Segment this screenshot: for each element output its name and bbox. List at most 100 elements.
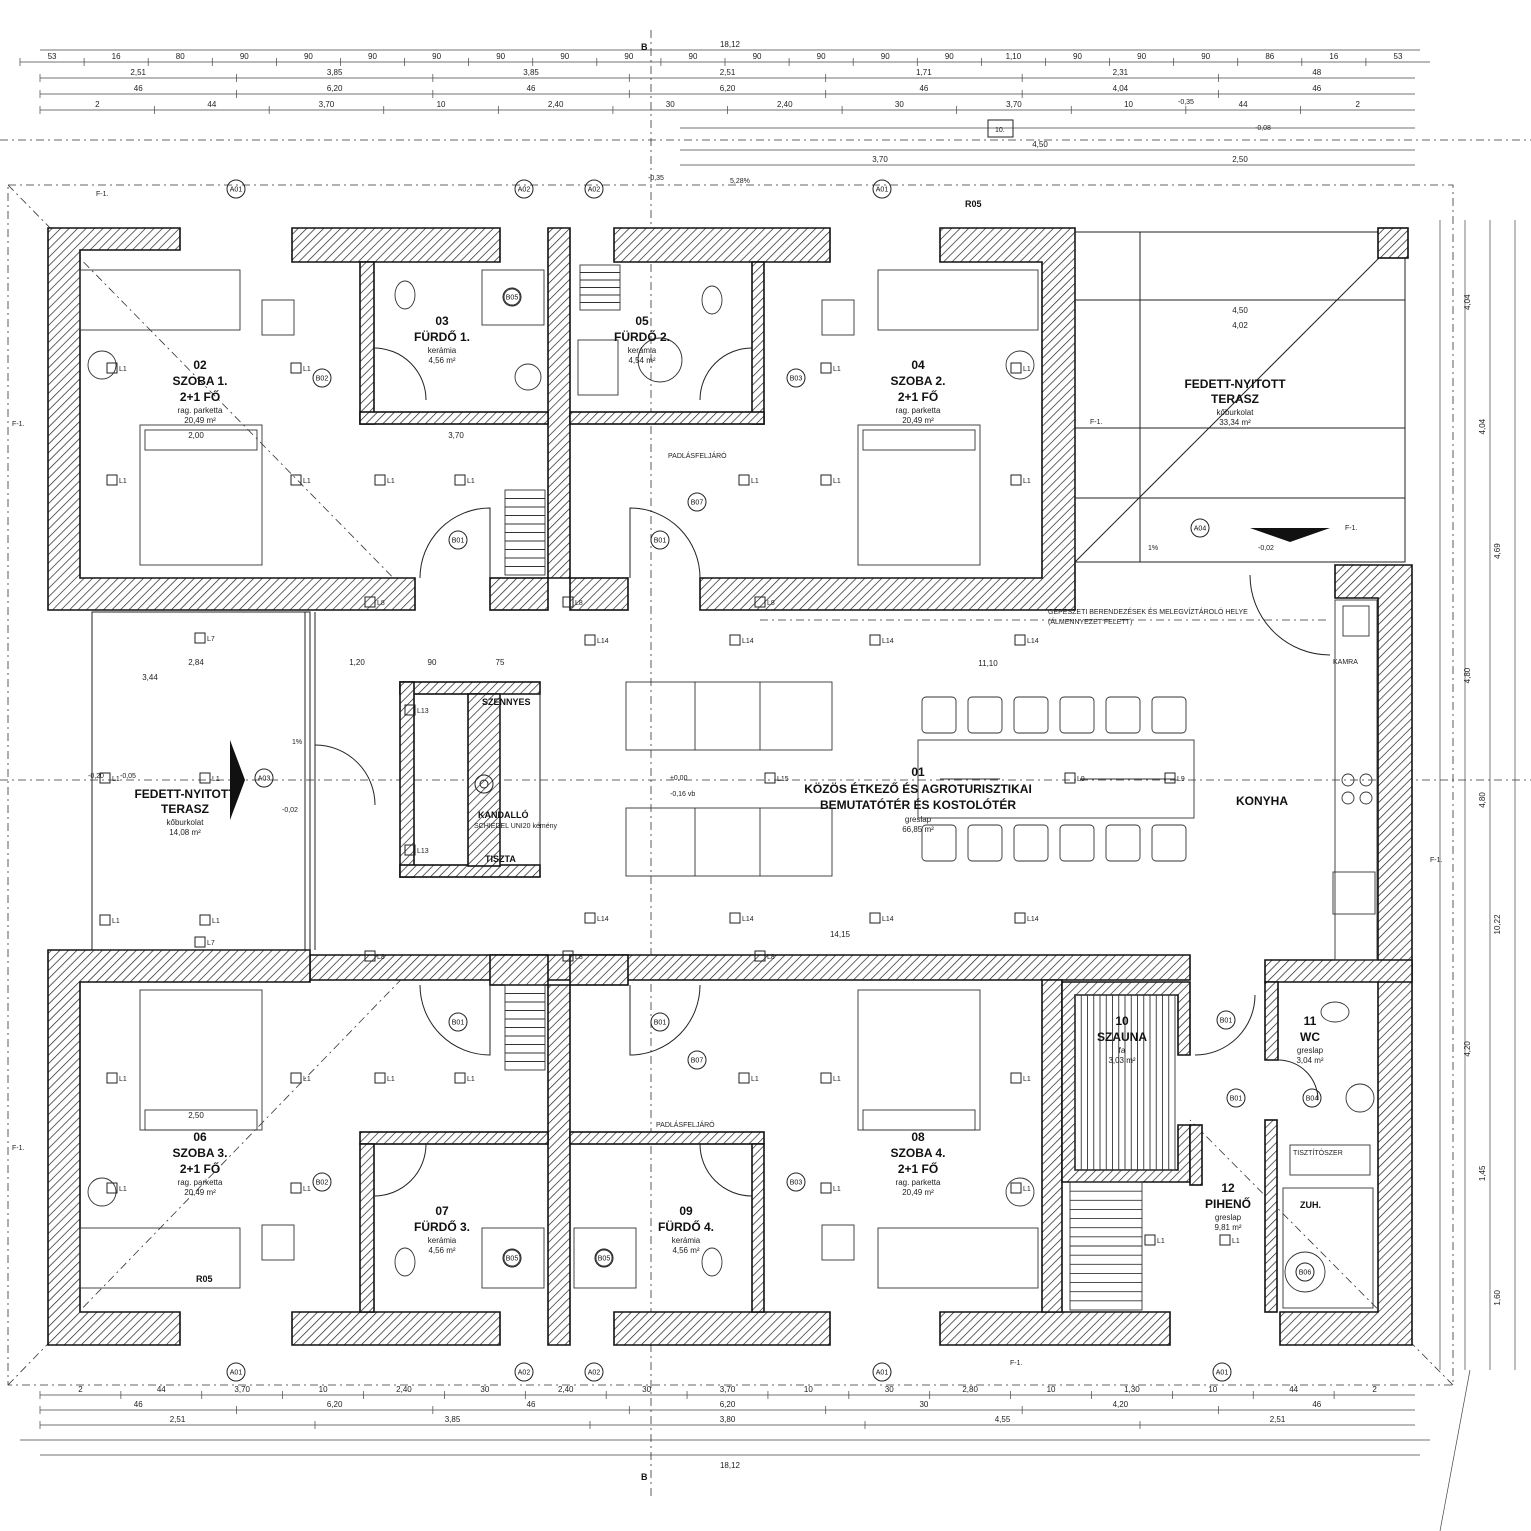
attic-access-label-bottom: PADLÁSFELJÁRÓ (656, 1120, 715, 1129)
dim-value: 2,40 (777, 100, 793, 109)
light-fixture-icon (404, 704, 416, 716)
chair (1151, 824, 1187, 862)
light-tag: L14 (597, 916, 609, 923)
light-tag: L1 (1023, 366, 1031, 373)
room-03-label: 03 FÜRDŐ 1. kerámia 4,56 m² (414, 314, 470, 365)
light-fixture-icon (584, 634, 596, 646)
svg-text:11: 11 (1304, 1014, 1317, 1028)
light-fixture-icon (729, 912, 741, 924)
dim-value: 1,60 (1493, 1289, 1502, 1305)
svg-text:FÜRDŐ 3.: FÜRDŐ 3. (414, 1219, 470, 1234)
dim-value: 4,55 (995, 1415, 1011, 1424)
room-01-name-2: BEMUTATÓTÉR ÉS KOSTOLÓTÉR (820, 797, 1016, 812)
light-fixture-icon (364, 950, 376, 962)
svg-text:rag. parketta: rag. parketta (178, 1178, 223, 1187)
tag-b01: B01 (1220, 1018, 1233, 1025)
dim-value: 10 (1047, 1385, 1056, 1394)
dim-value: 4,04 (1478, 418, 1487, 434)
tag-a03: A03 (258, 776, 271, 783)
bathroom-fixtures (394, 269, 1378, 1309)
svg-text:08: 08 (911, 1130, 925, 1144)
chair (921, 824, 957, 862)
light-fixture-icon (869, 912, 881, 924)
tag-bubble (1302, 1088, 1322, 1108)
interior-partitions (359, 261, 1278, 1313)
svg-text:greslap: greslap (1297, 1046, 1324, 1055)
terrace-west-label: FEDETT-NYITOTT TERASZ kőburkolat 14,08 m… (134, 787, 236, 837)
dim-value: 30 (919, 1400, 928, 1409)
dim-value: 46 (527, 1400, 536, 1409)
light-tag: L8 (377, 954, 385, 961)
light-tag: L1 (119, 1186, 127, 1193)
dim-value: 30 (480, 1385, 489, 1394)
room-09-label: 09 FÜRDŐ 4. kerámia 4,56 m² (658, 1204, 714, 1255)
svg-text:3,03 m²: 3,03 m² (1108, 1056, 1135, 1065)
dim-value: 10 (1208, 1385, 1217, 1394)
light-tag: L1 (212, 918, 220, 925)
tag-bubble (226, 1362, 246, 1382)
tag-bubble (254, 768, 274, 788)
dim-value: 46 (527, 84, 536, 93)
light-fixture-icon (194, 632, 206, 644)
dim-value: 90 (689, 52, 698, 61)
chair (1105, 824, 1141, 862)
dim-value: 4,80 (1463, 667, 1472, 683)
tag-bubble (502, 287, 522, 307)
room-07-label: 07 FÜRDŐ 3. kerámia 4,56 m² (414, 1204, 470, 1255)
section-f1-c: F-1. (1090, 419, 1103, 426)
svg-text:rag. parketta: rag. parketta (896, 1178, 941, 1187)
section-f1-e: F-1. (1430, 857, 1443, 864)
terrace-west (91, 611, 316, 951)
tag-a02: A02 (588, 187, 601, 194)
light-fixture-icon (290, 362, 302, 374)
dim-value: 2,40 (548, 100, 564, 109)
light-fixture-icon (1010, 1072, 1022, 1084)
light-tag: L1 (833, 478, 841, 485)
light-fixture-icon (374, 474, 386, 486)
light-tag: L14 (742, 916, 754, 923)
tag-bubble (514, 179, 534, 199)
svg-text:03: 03 (435, 314, 449, 328)
dim-value: 90 (496, 52, 505, 61)
dim-value: 46 (134, 1400, 143, 1409)
light-tag: L1 (303, 1076, 311, 1083)
dim-value: 46 (134, 84, 143, 93)
svg-text:2+1 FŐ: 2+1 FŐ (898, 1161, 938, 1176)
attic-access-label-top: PADLÁSFELJÁRÓ (668, 451, 727, 460)
dim-value: 90 (1201, 52, 1210, 61)
tag-bubble (687, 492, 707, 512)
light-tag: L1 (303, 1186, 311, 1193)
light-tag: L8 (767, 600, 775, 607)
dim-value: 1,45 (1478, 1165, 1487, 1181)
level-m020: -0,20 (88, 773, 104, 780)
tag-b05: B05 (506, 1256, 519, 1263)
light-tag: L1 (303, 478, 311, 485)
dim-value: 2 (1372, 1385, 1377, 1394)
svg-text:greslap: greslap (1215, 1213, 1242, 1222)
light-fixture-icon (754, 596, 766, 608)
light-tag: L8 (377, 600, 385, 607)
dim-value: 16 (1329, 52, 1338, 61)
dim-value: 2,40 (558, 1385, 574, 1394)
level-m035-b: -0,35 (1178, 99, 1194, 106)
tag-bubble (650, 1012, 670, 1032)
svg-text:10: 10 (1115, 1014, 1129, 1028)
dim-370-room1: 2,00 (188, 431, 204, 440)
tag-b04: B04 (1306, 1096, 1319, 1103)
dim-value: 2,31 (1113, 68, 1129, 77)
svg-text:SZOBA 1.: SZOBA 1. (173, 374, 228, 388)
section-mark-bottom: B (641, 1472, 648, 1482)
light-tag: L8 (575, 954, 583, 961)
light-tag: L8 (767, 954, 775, 961)
dim-value: 46 (1312, 1400, 1321, 1409)
laundry-dirty-label: SZENNYES (482, 697, 531, 707)
dim-value: 10,22 (1493, 914, 1502, 935)
svg-text:2+1 FŐ: 2+1 FŐ (898, 389, 938, 404)
light-fixture-icon (729, 634, 741, 646)
tag-a02: A02 (518, 1370, 531, 1377)
svg-text:20,49 m²: 20,49 m² (902, 1188, 934, 1197)
dining-chairs (921, 696, 1187, 862)
chair (1013, 696, 1049, 734)
